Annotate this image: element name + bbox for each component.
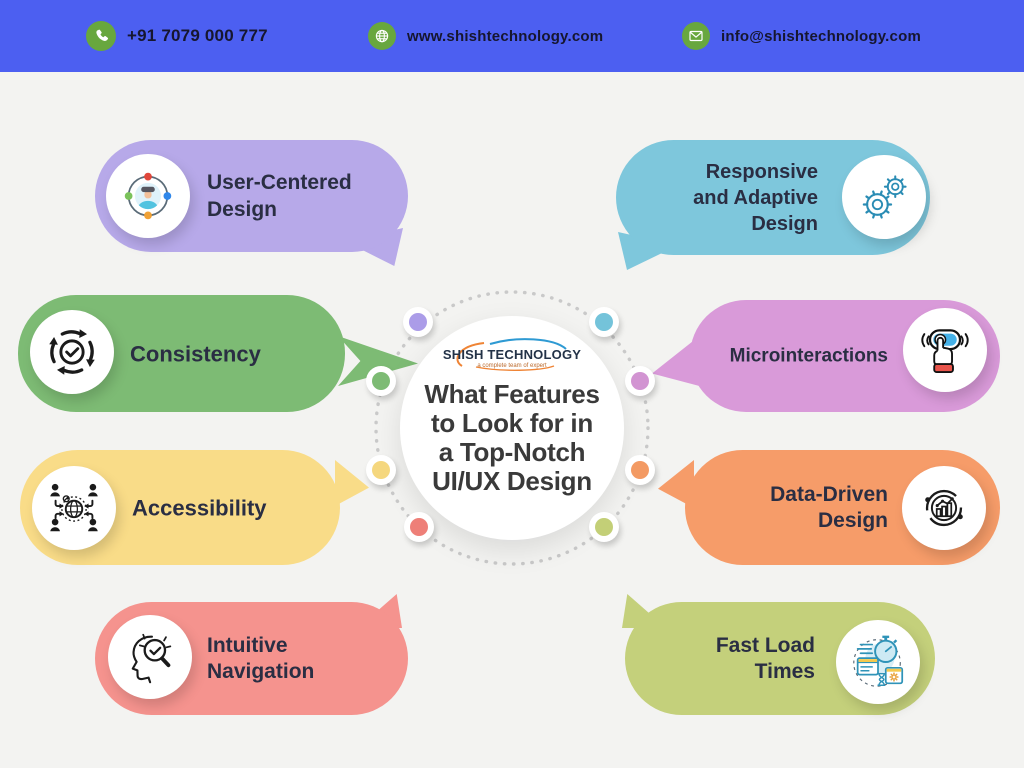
bubble-label: User-Centered Design	[207, 171, 352, 221]
cycle-check-icon	[49, 329, 95, 375]
website-contact: www.shishtechnology.com	[368, 22, 603, 50]
phone-contact: +91 7079 000 777	[86, 21, 268, 51]
logo-brand-text: SHISH TECHNOLOGY	[442, 347, 582, 362]
ring-dot-orchid	[625, 366, 655, 396]
bubble-label: Intuitive Navigation	[207, 633, 315, 683]
center-title-circle: SHISH TECHNOLOGY a complete team of expe…	[400, 316, 624, 540]
bubble-label: Responsive and Adaptive Design	[693, 160, 818, 235]
top-contact-bar: +91 7079 000 777 www.shishtechnology.com…	[0, 0, 1024, 72]
logo-tagline-text: a complete team of expert	[477, 363, 547, 369]
bubble-consistency: Consistency	[18, 295, 345, 412]
ring-dot-green	[366, 366, 396, 396]
bubble-microinteractions: Microinteractions	[690, 300, 1000, 412]
ring-dot-purple	[403, 307, 433, 337]
bubble-icon-circle	[902, 466, 986, 550]
bubble-label: Consistency	[130, 341, 261, 366]
bubble-responsive-adaptive-design: Responsive and Adaptive Design	[616, 140, 930, 255]
ring-dot-red	[404, 512, 434, 542]
website-url: www.shishtechnology.com	[407, 27, 604, 45]
bubble-intuitive-navigation: Intuitive Navigation	[95, 602, 408, 715]
head-magnifier-icon	[131, 633, 172, 684]
ring-dot-olive	[589, 512, 619, 542]
bubble-tail	[335, 460, 369, 506]
logo-swoosh-icon	[456, 338, 567, 371]
bubble-icon-circle	[842, 155, 926, 239]
bubble-fast-load-times: Fast Load Times	[625, 602, 935, 715]
bubble-label: Fast Load Times	[715, 633, 815, 683]
email-contact: info@shishtechnology.com	[682, 22, 921, 50]
analytics-icon	[925, 489, 963, 527]
toggle-tap-icon	[921, 329, 969, 373]
bubble-icon-circle	[903, 308, 987, 392]
phone-icon	[86, 21, 116, 51]
ring-dot-teal	[589, 307, 619, 337]
bubble-icon-circle	[106, 154, 190, 238]
bubble-data-driven-design: Data-Driven Design	[685, 450, 1000, 565]
email-icon	[682, 22, 710, 50]
shish-technology-logo: SHISH TECHNOLOGY a complete team of expe…	[442, 336, 582, 376]
bubble-user-centered-design: User-Centered Design	[95, 140, 408, 252]
bubble-icon-circle	[836, 620, 920, 704]
phone-number: +91 7079 000 777	[127, 26, 268, 45]
gears-icon	[862, 175, 907, 219]
email-address: info@shishtechnology.com	[721, 27, 921, 45]
ring-dot-orange	[625, 455, 655, 485]
speed-icon	[853, 635, 904, 687]
globe-icon	[368, 22, 396, 50]
user-centered-icon	[124, 172, 172, 220]
bubble-icon-circle	[32, 466, 116, 550]
bubble-icon-circle	[30, 310, 114, 394]
dotted-ring	[374, 290, 650, 566]
bubble-label: Data-Driven Design	[770, 482, 888, 532]
bubble-label: Accessibility	[132, 495, 267, 520]
bubble-icon-circle	[108, 615, 192, 699]
page-title: What Features to Look for in a Top-Notch…	[424, 379, 600, 496]
ring-dot-yellow	[366, 455, 396, 485]
bubble-accessibility: Accessibility	[20, 450, 340, 565]
bubble-label: Microinteractions	[729, 345, 888, 367]
globe-people-icon	[50, 483, 98, 532]
